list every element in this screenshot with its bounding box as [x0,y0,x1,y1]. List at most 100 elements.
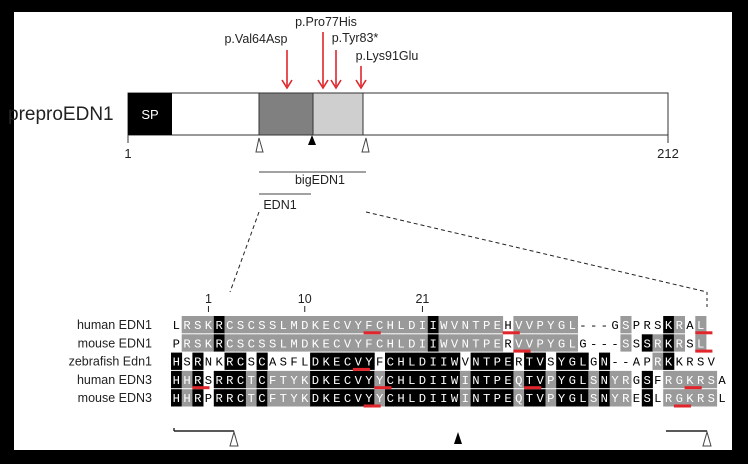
alignment-cell [267,316,279,334]
residue: K [301,374,309,388]
residue: S [686,337,693,351]
alignment-cell [417,370,429,389]
residue: E [494,319,501,333]
residue: F [365,319,372,333]
residue: I [440,392,447,406]
residue: A [269,356,277,370]
residue: R [226,392,233,406]
alignment-cell [406,370,418,389]
mutation-underline [524,386,542,390]
residue: C [333,319,340,333]
alignment-cell [599,352,611,370]
residue: R [515,356,522,370]
alignment-cell [192,316,204,334]
residue: V [526,319,534,333]
alignment-cell [417,389,429,407]
residue: Y [376,392,384,406]
alignment-cell [524,316,536,334]
residue: T [248,374,255,388]
sequence-name: human EDN3 [77,373,152,387]
residue: K [322,356,330,370]
alignment-cell [374,389,386,407]
alignment-cell [235,334,247,352]
alignment-cell [438,389,450,407]
alignment-cell [171,370,183,389]
residue: C [387,356,394,370]
alignment-cell [299,316,311,334]
residue: K [312,319,320,333]
residue: C [344,392,351,406]
residue: V [515,319,523,333]
residue: N [601,356,608,370]
alignment-cell [235,389,247,407]
protein-name: preproEDN1 [8,104,114,125]
residue: I [440,374,447,388]
alignment-cell [245,316,257,334]
alignment-cell [171,352,183,370]
residue: K [665,337,673,351]
residue: D [419,374,426,388]
alignment-cell [534,352,546,370]
alignment-cell [663,316,675,334]
residue: S [697,356,704,370]
alignment-cell [288,316,300,334]
residue: V [526,337,534,351]
alignment-cell [267,389,279,407]
residue: R [194,356,201,370]
residue: K [686,374,694,388]
alignment-cell [513,370,525,389]
alignment-cell [213,316,225,334]
alignment-cell [181,389,193,407]
mutation-underline [695,349,713,353]
residue: P [494,392,501,406]
alignment-end-marker [702,430,712,447]
residue: N [472,356,479,370]
residue: T [280,392,287,406]
alignment-cell [385,316,397,334]
alignment-cell [310,389,322,407]
residue: L [173,319,180,333]
residue: Y [558,356,566,370]
residue: L [408,392,415,406]
residue: Y [611,374,619,388]
alignment-cell [331,389,343,407]
alignment-cell [481,352,493,370]
residue: N [462,319,469,333]
alignment-cell [256,389,268,407]
residue: E [504,392,511,406]
residue: K [205,319,213,333]
alignment-cell [213,389,225,407]
alignment-cell [342,316,354,334]
residue: Y [365,392,373,406]
residue: S [258,319,265,333]
residue: C [376,337,383,351]
alignment-cell [641,389,653,407]
residue: F [376,356,383,370]
residue: - [590,337,597,351]
residue: C [258,356,265,370]
residue: S [708,392,715,406]
residue: G [558,337,565,351]
residue: P [173,337,180,351]
residue: P [547,392,554,406]
residue: K [312,337,320,351]
alignment-cell [331,334,343,352]
residue: S [269,337,276,351]
residue: H [504,319,511,333]
alignment-cell [481,334,493,352]
alignment-cell [449,370,461,389]
residue: V [536,356,544,370]
residue: Y [547,319,555,333]
residue: - [579,319,586,333]
alignment-cell [224,334,236,352]
residue: H [183,374,190,388]
mutation-label-y83x: p.Tyr83* [332,31,379,45]
alignment-cell [556,389,568,407]
residue: E [633,392,640,406]
residue: K [322,374,330,388]
mutation-underline [502,331,520,335]
residue: S [258,337,265,351]
alignment-cell [502,352,514,370]
residue: T [526,374,533,388]
